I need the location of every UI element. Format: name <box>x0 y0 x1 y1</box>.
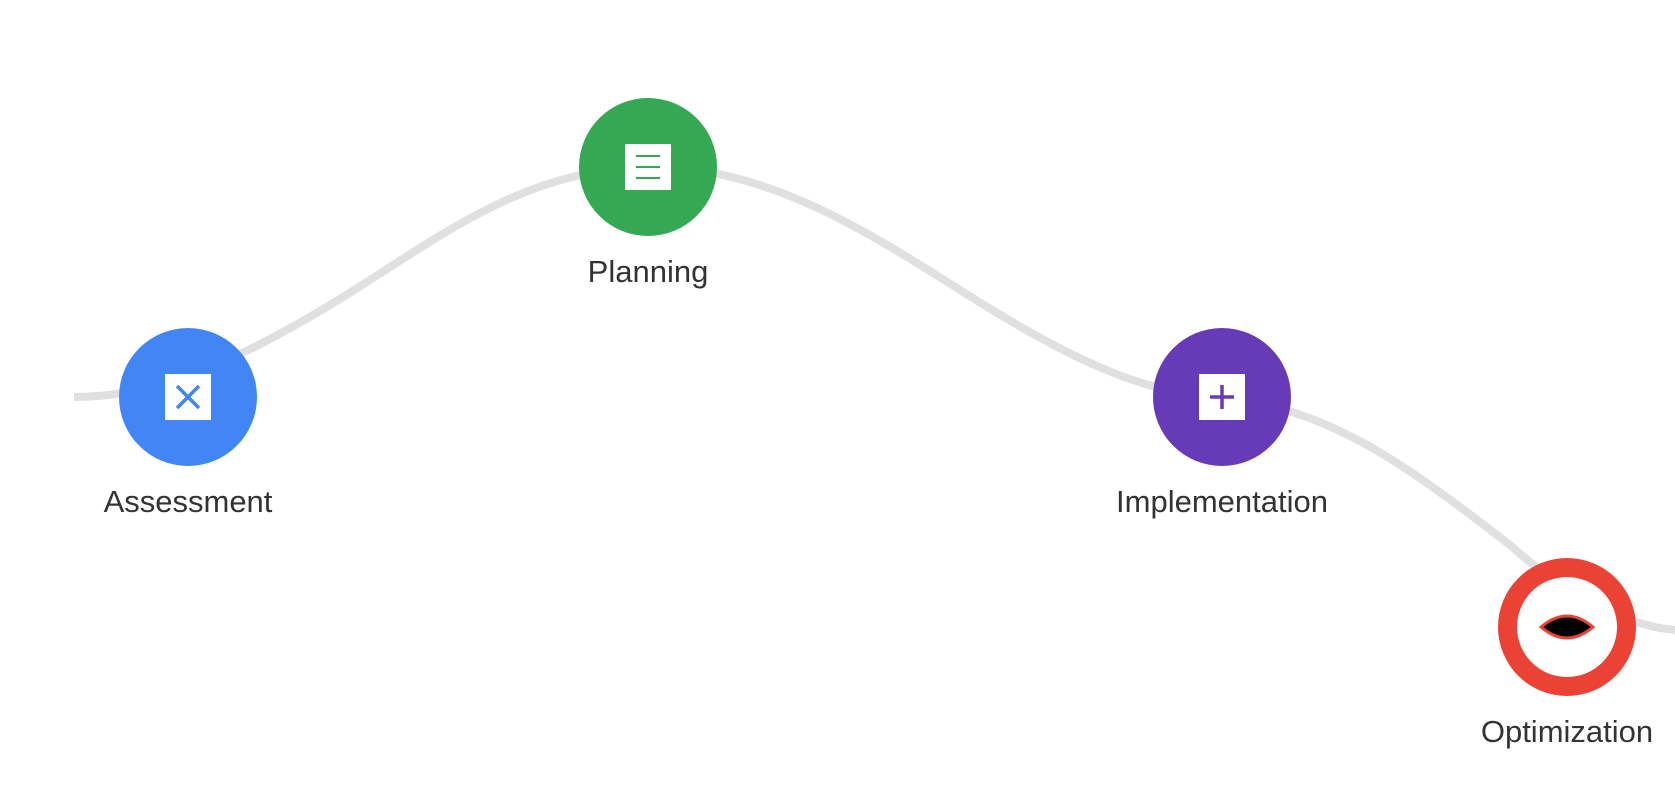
stage-node-assessment[interactable]: Assessment <box>104 328 273 519</box>
stage-label-planning: Planning <box>588 254 709 289</box>
plus-icon <box>1199 374 1245 420</box>
close-icon <box>165 374 211 420</box>
list-icon <box>625 144 671 190</box>
stage-label-assessment: Assessment <box>104 484 273 519</box>
eye-icon <box>1538 614 1596 640</box>
stage-label-implementation: Implementation <box>1116 484 1328 519</box>
stage-node-planning[interactable]: Planning <box>579 98 717 289</box>
process-connector-path <box>73 162 1675 634</box>
stage-node-implementation[interactable]: Implementation <box>1116 328 1328 519</box>
stage-label-optimization: Optimization <box>1481 714 1653 749</box>
stage-node-optimization[interactable]: Optimization <box>1481 558 1653 749</box>
